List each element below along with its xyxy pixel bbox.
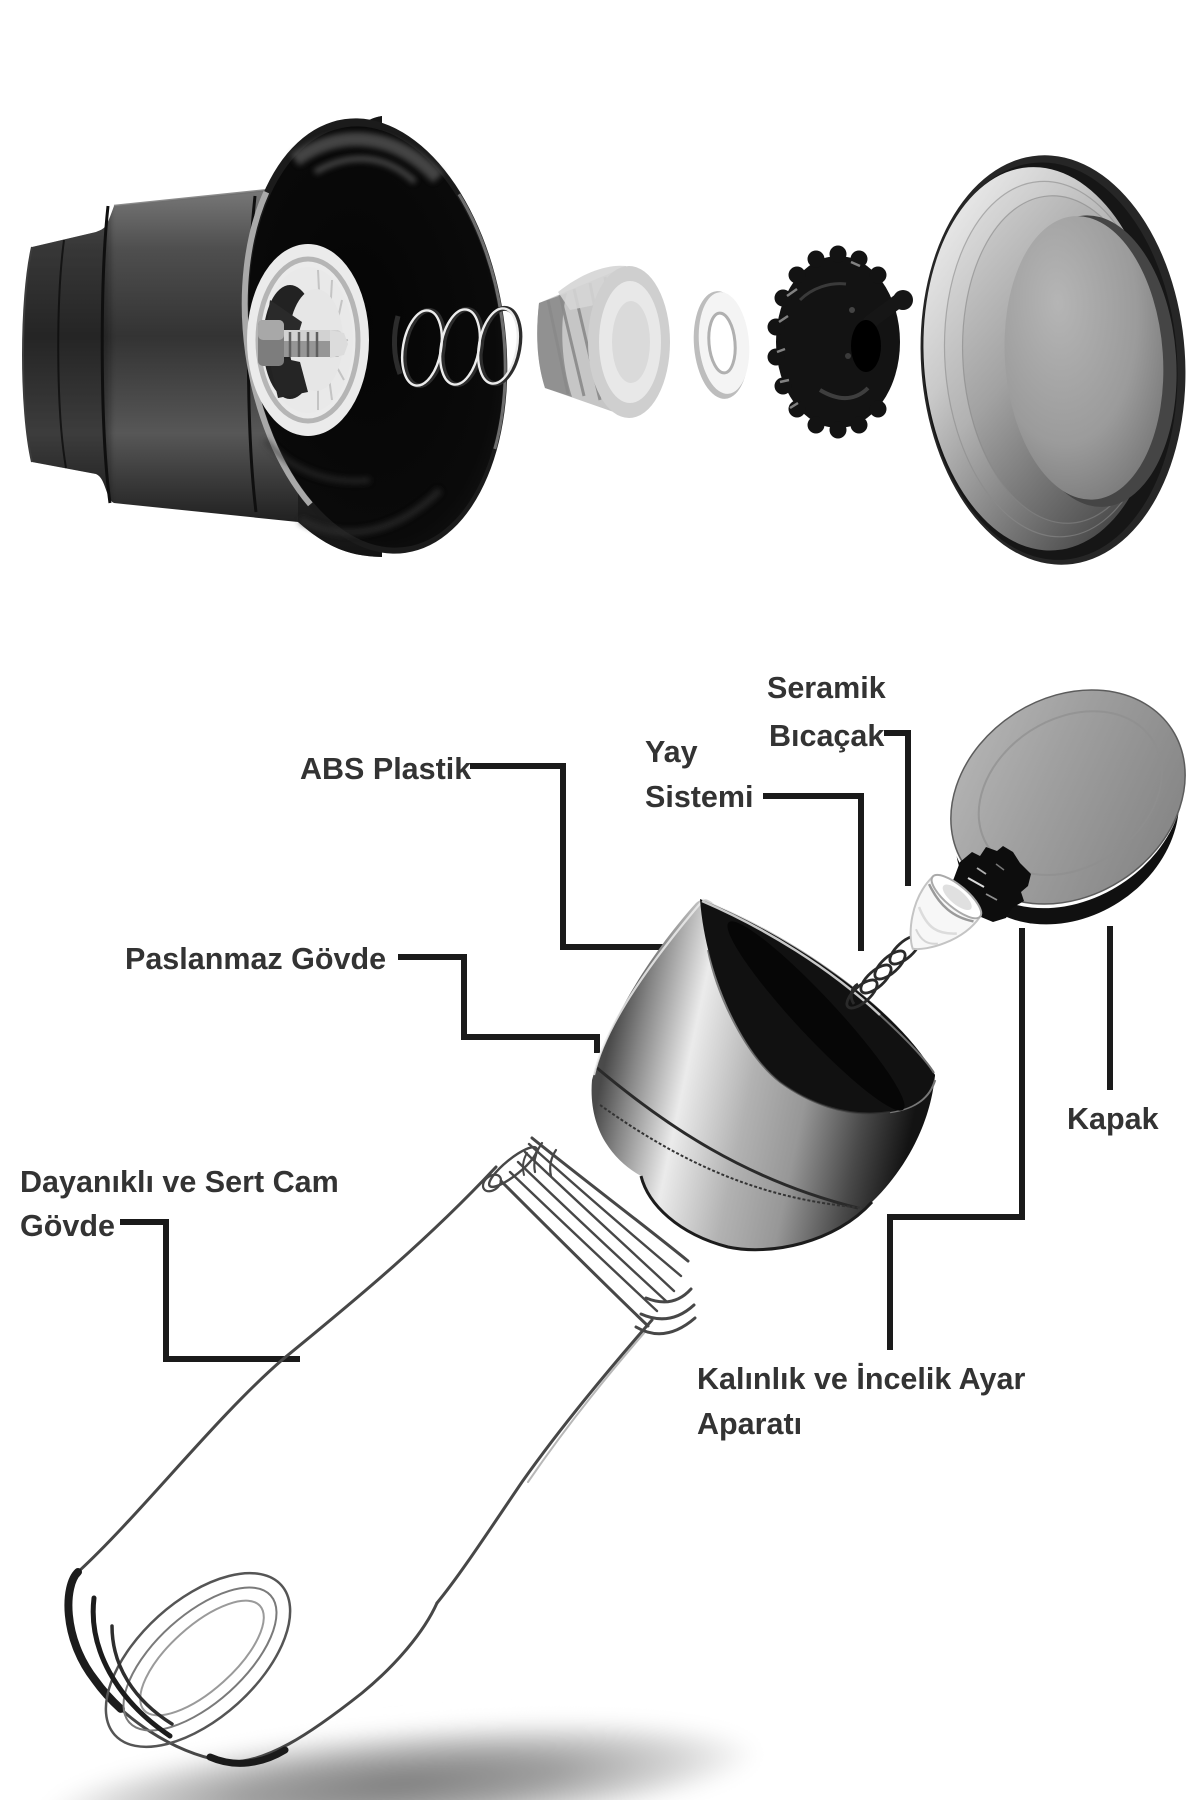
svg-text:Bıcaçak: Bıcaçak [769,719,884,753]
svg-text:Kapak: Kapak [1067,1102,1159,1136]
svg-text:Aparatı: Aparatı [697,1407,802,1441]
svg-text:Sistemi: Sistemi [645,780,754,814]
svg-text:Kalınlık ve İncelik Ayar: Kalınlık ve İncelik Ayar [697,1362,1025,1396]
svg-text:Paslanmaz Gövde: Paslanmaz Gövde [125,942,386,976]
svg-text:ABS Plastik: ABS Plastik [300,752,471,786]
svg-text:Seramik: Seramik [767,671,886,705]
svg-text:Gövde: Gövde [20,1209,115,1243]
svg-text:Yay: Yay [645,735,698,769]
svg-text:Dayanıklı ve Sert Cam: Dayanıklı ve Sert Cam [20,1165,339,1199]
